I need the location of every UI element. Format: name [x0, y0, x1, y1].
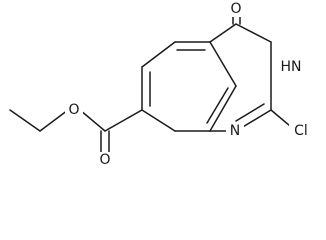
- atom-label-o-ether: O: [68, 102, 79, 118]
- bond-c4a-c4: [209, 23, 237, 43]
- bond-c8-c9: [141, 109, 176, 132]
- bond-oether-ch2: [39, 109, 69, 132]
- bond-ch2-ch3: [9, 109, 41, 132]
- atom-label-n: N: [230, 123, 240, 139]
- bond-carbonyl-oether: [79, 109, 106, 132]
- bond-c9a-c4a: [209, 85, 237, 132]
- bond-c6-c7: [141, 41, 176, 68]
- bond-c4-n3: [235, 23, 272, 43]
- bond-c4a-c5: [209, 41, 237, 87]
- bond-c9a-c4a-inner: [206, 87, 229, 124]
- chemical-structure-diagram: O HN N Cl O O: [9, 1, 308, 168]
- bond-c8-carbonyl: [104, 109, 143, 132]
- atom-label-o-carbonyl: O: [230, 1, 241, 17]
- atom-label-o-ester-carbonyl: O: [99, 152, 110, 168]
- bond-c2-n1-double: [235, 103, 265, 122]
- atom-label-cl: Cl: [294, 123, 308, 139]
- atom-label-nh: HN: [281, 59, 302, 75]
